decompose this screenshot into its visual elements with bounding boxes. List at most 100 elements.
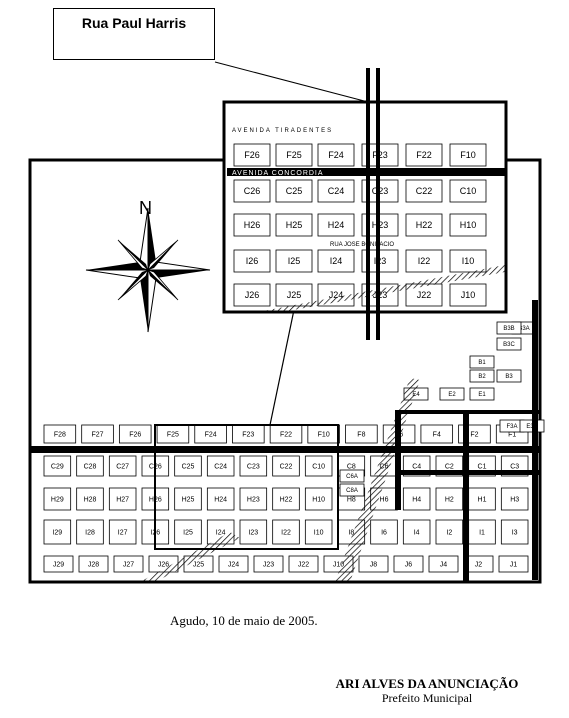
inset-block-i10-label: I10 (462, 256, 475, 266)
block-j8-label: J8 (370, 561, 378, 568)
block-c22-label: C22 (280, 463, 293, 470)
block-h3-label: H3 (510, 496, 519, 503)
street-callout-box: Rua Paul Harris (53, 8, 215, 60)
block-h10-block (304, 487, 333, 511)
block-h24-block (206, 487, 235, 511)
inset-block-c26-label: C26 (244, 186, 261, 196)
inset-tiradentes-label: AVENIDA TIRADENTES (232, 128, 333, 134)
block-j2-label: J2 (475, 561, 483, 568)
block-c23-label: C23 (247, 463, 260, 470)
block-f10-label: F10 (318, 431, 330, 438)
inset-block-j22-label: J22 (417, 290, 432, 300)
block-c8a-block (339, 483, 365, 497)
block-c28-block (76, 455, 104, 477)
block-c6a-label: C6A (346, 474, 358, 480)
inset-block-i10-block (449, 249, 487, 273)
inset-block-f24-label: F24 (328, 150, 344, 160)
main-block-grid: F28F27F26F25F24F23F22F10F8F6F4F2F1C29C28… (43, 321, 545, 573)
block-f8-block (345, 424, 378, 444)
block-f23-label: F23 (242, 431, 254, 438)
block-b1-label: B1 (478, 360, 486, 366)
inset-block-c24-label: C24 (328, 186, 345, 196)
block-i28-block (76, 519, 104, 545)
block-f26-label: F26 (129, 431, 141, 438)
block-c1-label: C1 (478, 463, 487, 470)
block-j8-block (358, 555, 389, 573)
block-c27-label: C27 (116, 463, 129, 470)
callout-pointer (214, 61, 369, 103)
inset-block-c25-label: C25 (286, 186, 303, 196)
block-h23-block (239, 487, 268, 511)
block-f8-label: F8 (357, 431, 365, 438)
block-h22-label: H22 (280, 496, 293, 503)
block-h29-label: H29 (51, 496, 64, 503)
block-j23-block (253, 555, 284, 573)
block-i2-block (435, 519, 464, 545)
block-b3b-label: B3B (503, 326, 514, 332)
block-j24-label: J24 (228, 561, 239, 568)
rua-vertical-thick-2 (463, 410, 469, 582)
inset-block-i26-label: I26 (246, 256, 259, 266)
block-i25-block (174, 519, 202, 545)
inset-block-c22-block (405, 179, 443, 203)
inset-block-j26-label: J26 (245, 290, 260, 300)
block-e1-block (469, 387, 495, 401)
inset-block-j25-label: J25 (287, 290, 302, 300)
block-i3-block (500, 519, 529, 545)
inset-block-f10-block (449, 143, 487, 167)
inset-block-f22-label: F22 (416, 150, 432, 160)
inset-block-i25-label: I25 (288, 256, 301, 266)
inset-block-i24-label: I24 (330, 256, 343, 266)
block-j27-block (113, 555, 144, 573)
block-b3a-label: B3A (518, 326, 529, 332)
inset-block-c26-block (233, 179, 271, 203)
inset-block-f25-label: F25 (286, 150, 302, 160)
inset-block-i24-block (317, 249, 355, 273)
inset-jose-bonifacio-label: RUA JOSE BONIFACIO (330, 242, 394, 248)
block-j26-label: J26 (158, 561, 169, 568)
block-h10-label: H10 (312, 496, 325, 503)
inset-diagonal-road (258, 265, 505, 312)
block-h27-block (108, 487, 137, 511)
east-edge-road (532, 300, 538, 580)
block-j25-label: J25 (193, 561, 204, 568)
block-f24-label: F24 (205, 431, 217, 438)
avenida-thick-mid (395, 470, 540, 475)
block-h6-label: H6 (380, 496, 389, 503)
block-c25-label: C25 (182, 463, 195, 470)
inset-block-i26-block (233, 249, 271, 273)
inset-block-j24-label: J24 (329, 290, 344, 300)
block-h4-label: H4 (412, 496, 421, 503)
block-h27-label: H27 (116, 496, 129, 503)
compass-rose (85, 207, 211, 333)
block-i6-label: I6 (381, 529, 387, 536)
block-f28-block (43, 424, 77, 444)
block-b3b-block (496, 321, 522, 335)
block-c8a-label: C8A (346, 488, 358, 494)
block-h1-label: H1 (478, 496, 487, 503)
avenida-concordia-line (30, 446, 540, 453)
inset-block-h26-block (233, 213, 271, 237)
block-f4-block (420, 424, 454, 444)
block-i24-label: I24 (216, 529, 226, 536)
inset-block-f26-block (233, 143, 271, 167)
block-i1-label: I1 (479, 529, 485, 536)
block-c10-label: C10 (312, 463, 325, 470)
block-b3-label: B3 (505, 374, 513, 380)
block-c27-block (108, 455, 137, 477)
block-h2-block (435, 487, 464, 511)
inset-block-f26-label: F26 (244, 150, 260, 160)
block-h4-block (402, 487, 431, 511)
diagonal-road (140, 532, 240, 582)
block-c22-block (272, 455, 300, 477)
block-b3c-label: B3C (503, 342, 515, 348)
rua-vertical-thick (395, 410, 401, 510)
block-f28-label: F28 (54, 431, 66, 438)
block-c24-label: C24 (214, 463, 227, 470)
rua-paul-harris-line-b (376, 68, 380, 340)
block-h22-block (272, 487, 300, 511)
block-f26-block (118, 424, 152, 444)
block-c29-block (43, 455, 72, 477)
block-h24-label: H24 (214, 496, 227, 503)
